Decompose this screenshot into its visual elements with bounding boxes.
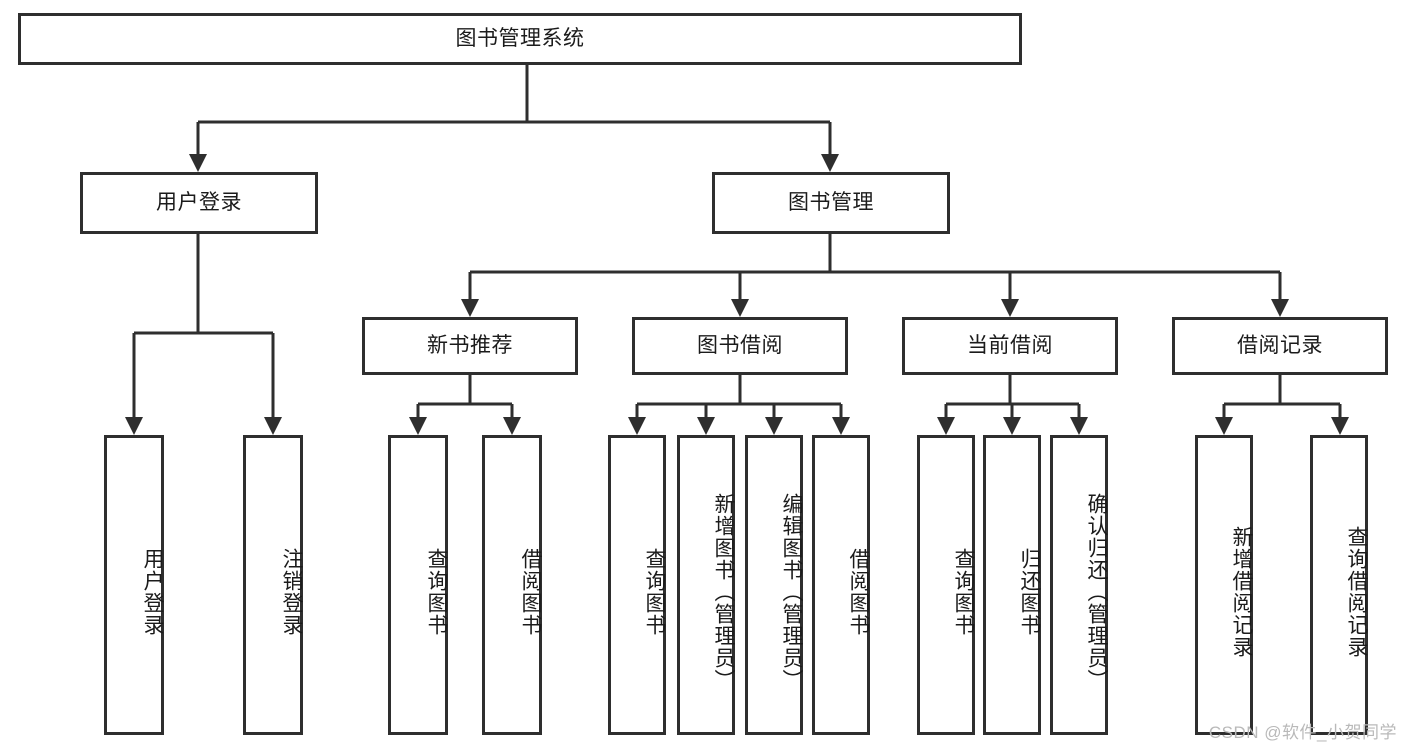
arrow-head-leaf-newbook-2 xyxy=(503,417,521,435)
edge-group-records xyxy=(1215,375,1349,435)
arrow-head-leaf-current-2 xyxy=(1003,417,1021,435)
arrow-head-leaf-current-3 xyxy=(1070,417,1088,435)
arrow-head-leaf-login-2 xyxy=(264,417,282,435)
edges-layer xyxy=(125,65,1349,435)
node-box-leaf-borrow-4 xyxy=(812,435,870,735)
edge-group-login xyxy=(125,234,282,435)
node-box-leaf-current-2 xyxy=(983,435,1041,735)
edge-group-newbook xyxy=(409,375,521,435)
arrow-head-leaf-current-1 xyxy=(937,417,955,435)
arrow-head-login xyxy=(189,154,207,172)
arrow-head-borrow xyxy=(731,299,749,317)
node-box-leaf-newbook-1 xyxy=(388,435,448,735)
node-box-newbook xyxy=(362,317,578,375)
node-box-login xyxy=(80,172,318,234)
node-box-leaf-borrow-1 xyxy=(608,435,666,735)
arrow-head-leaf-records-2 xyxy=(1331,417,1349,435)
arrow-head-leaf-newbook-1 xyxy=(409,417,427,435)
node-box-leaf-borrow-3 xyxy=(745,435,803,735)
node-box-leaf-records-2 xyxy=(1310,435,1368,735)
node-box-root xyxy=(18,13,1022,65)
node-box-leaf-records-1 xyxy=(1195,435,1253,735)
node-box-leaf-borrow-2 xyxy=(677,435,735,735)
edge-group-borrow xyxy=(628,375,850,435)
node-box-leaf-current-1 xyxy=(917,435,975,735)
arrow-head-newbook xyxy=(461,299,479,317)
arrow-head-leaf-login-1 xyxy=(125,417,143,435)
node-box-bookmgmt xyxy=(712,172,950,234)
node-box-borrow xyxy=(632,317,848,375)
node-box-leaf-login-2 xyxy=(243,435,303,735)
node-box-leaf-current-3 xyxy=(1050,435,1108,735)
node-box-leaf-login-1 xyxy=(104,435,164,735)
edge-group-bookmgmt xyxy=(461,234,1289,317)
csdn-watermark: CSDN @软件_小贺同学 xyxy=(1208,723,1397,742)
edge-group-current xyxy=(937,375,1088,435)
node-box-current xyxy=(902,317,1118,375)
boxes-layer xyxy=(18,13,1388,735)
arrow-head-leaf-borrow-1 xyxy=(628,417,646,435)
edge-group-root xyxy=(189,65,839,172)
node-box-records xyxy=(1172,317,1388,375)
arrow-head-leaf-records-1 xyxy=(1215,417,1233,435)
arrow-head-records xyxy=(1271,299,1289,317)
arrow-head-bookmgmt xyxy=(821,154,839,172)
arrow-head-leaf-borrow-2 xyxy=(697,417,715,435)
arrow-head-current xyxy=(1001,299,1019,317)
arrow-head-leaf-borrow-3 xyxy=(765,417,783,435)
node-box-leaf-newbook-2 xyxy=(482,435,542,735)
arrow-head-leaf-borrow-4 xyxy=(832,417,850,435)
